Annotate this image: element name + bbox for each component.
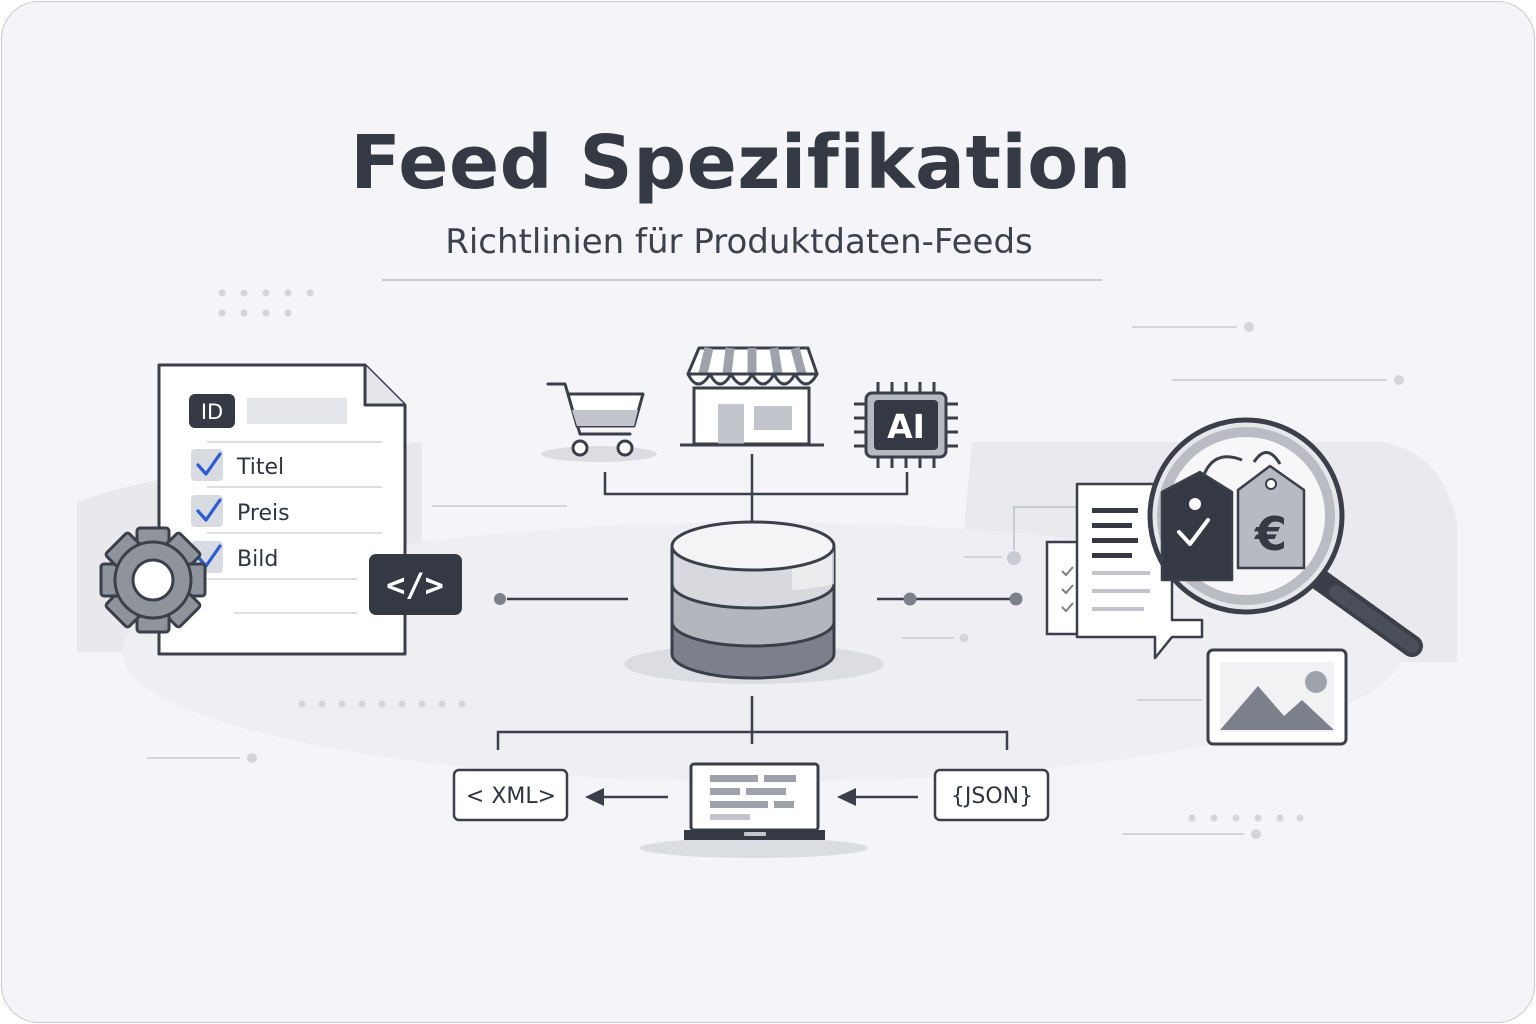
json-format-box: {JSON} — [933, 768, 1050, 822]
gear-icon — [99, 526, 207, 634]
code-icon: </> — [369, 554, 462, 615]
field-row-titel: Titel — [191, 449, 382, 488]
checkbox-titel[interactable] — [191, 449, 223, 481]
check-icon — [196, 498, 222, 522]
shopping-cart-icon — [541, 382, 657, 462]
xml-format-box: < XML> — [452, 768, 569, 822]
arrow-from-json — [837, 788, 918, 806]
page-title: Feed Spezifikation — [350, 120, 1132, 206]
json-format-label: {JSON} — [951, 784, 1033, 809]
code-tag-label: </> — [386, 566, 444, 604]
field-label-bild: Bild — [237, 547, 278, 572]
database-icon — [624, 520, 884, 684]
id-field: ID — [189, 394, 382, 443]
id-label: ID — [201, 400, 223, 424]
field-row-preis: Preis — [191, 495, 382, 534]
field-label-preis: Preis — [237, 501, 290, 526]
storefront-icon — [680, 346, 824, 447]
decorative-dots — [218, 289, 1304, 822]
field-label-titel: Titel — [236, 455, 284, 480]
price-tag-icon: € — [1160, 451, 1306, 582]
document-icon — [157, 363, 407, 656]
xml-format-label: < XML> — [466, 784, 556, 809]
currency-symbol: € — [1254, 507, 1287, 561]
page-subtitle: Richtlinien für Produktdaten-Feeds — [445, 222, 1033, 262]
ai-chip-icon: AI — [854, 382, 958, 468]
connector-left — [494, 593, 628, 605]
checkbox-preis[interactable] — [191, 495, 223, 527]
arrow-to-xml — [585, 788, 668, 806]
image-icon — [1206, 648, 1348, 746]
connector-right — [877, 506, 1077, 606]
ai-chip-label: AI — [887, 407, 925, 446]
check-icon — [1177, 518, 1210, 546]
decorative-lines — [147, 322, 1404, 839]
output-connectors — [496, 696, 1009, 750]
channel-connectors — [603, 454, 909, 522]
check-icon — [196, 452, 222, 476]
laptop-icon — [640, 762, 868, 858]
